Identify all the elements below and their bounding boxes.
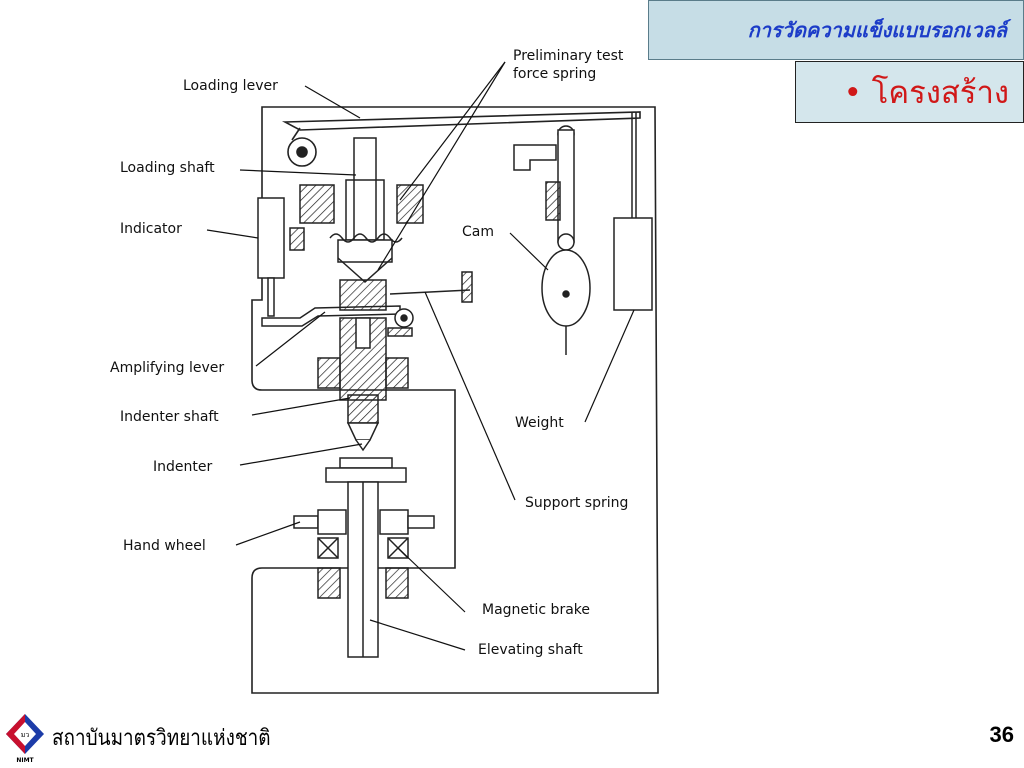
- page-number: 36: [989, 722, 1014, 747]
- weight: [613, 112, 653, 311]
- label-magnetic-brake: Magnetic brake: [482, 602, 590, 618]
- machine-frame: [251, 106, 659, 694]
- label-indenter-shaft: Indenter shaft: [120, 409, 219, 425]
- label-indenter: Indenter: [153, 459, 212, 475]
- indicator: [257, 197, 305, 317]
- label-loading-lever: Loading lever: [183, 78, 278, 94]
- label-hand-wheel: Hand wheel: [123, 538, 206, 554]
- slide-title-box: การวัดความแข็งแบบรอกเวลล์: [648, 0, 1024, 60]
- slide-subtitle: • โครงสร้าง: [843, 75, 1009, 111]
- label-elevating-shaft: Elevating shaft: [478, 642, 583, 658]
- elevating-assembly: [293, 457, 435, 658]
- label-cam: Cam: [462, 224, 494, 240]
- indenter-shaft: [317, 279, 409, 452]
- logo-text-bottom: NIMT: [16, 757, 34, 764]
- nimt-logo-icon: มว NIMT: [6, 714, 44, 764]
- logo-text-top: มว: [21, 731, 30, 739]
- label-preliminary-line2: force spring: [513, 66, 596, 82]
- loading-shaft: [299, 137, 424, 284]
- label-weight: Weight: [515, 415, 564, 431]
- amplifying-lever: [261, 271, 473, 337]
- slide-title: การวัดความแข็งแบบรอกเวลล์: [747, 18, 1007, 42]
- slide-subtitle-box: • โครงสร้าง: [795, 61, 1024, 123]
- label-indicator: Indicator: [120, 221, 182, 237]
- institute-name: สถาบันมาตรวิทยาแห่งชาติ: [52, 726, 271, 751]
- loading-lever: [281, 111, 641, 167]
- label-loading-shaft: Loading shaft: [120, 160, 215, 176]
- label-preliminary-line1: Preliminary test: [513, 48, 624, 64]
- label-support-spring: Support spring: [525, 495, 628, 511]
- leader-lines: [206, 61, 635, 651]
- label-amplifying-lever: Amplifying lever: [110, 360, 224, 376]
- cam-mechanism: [513, 125, 591, 355]
